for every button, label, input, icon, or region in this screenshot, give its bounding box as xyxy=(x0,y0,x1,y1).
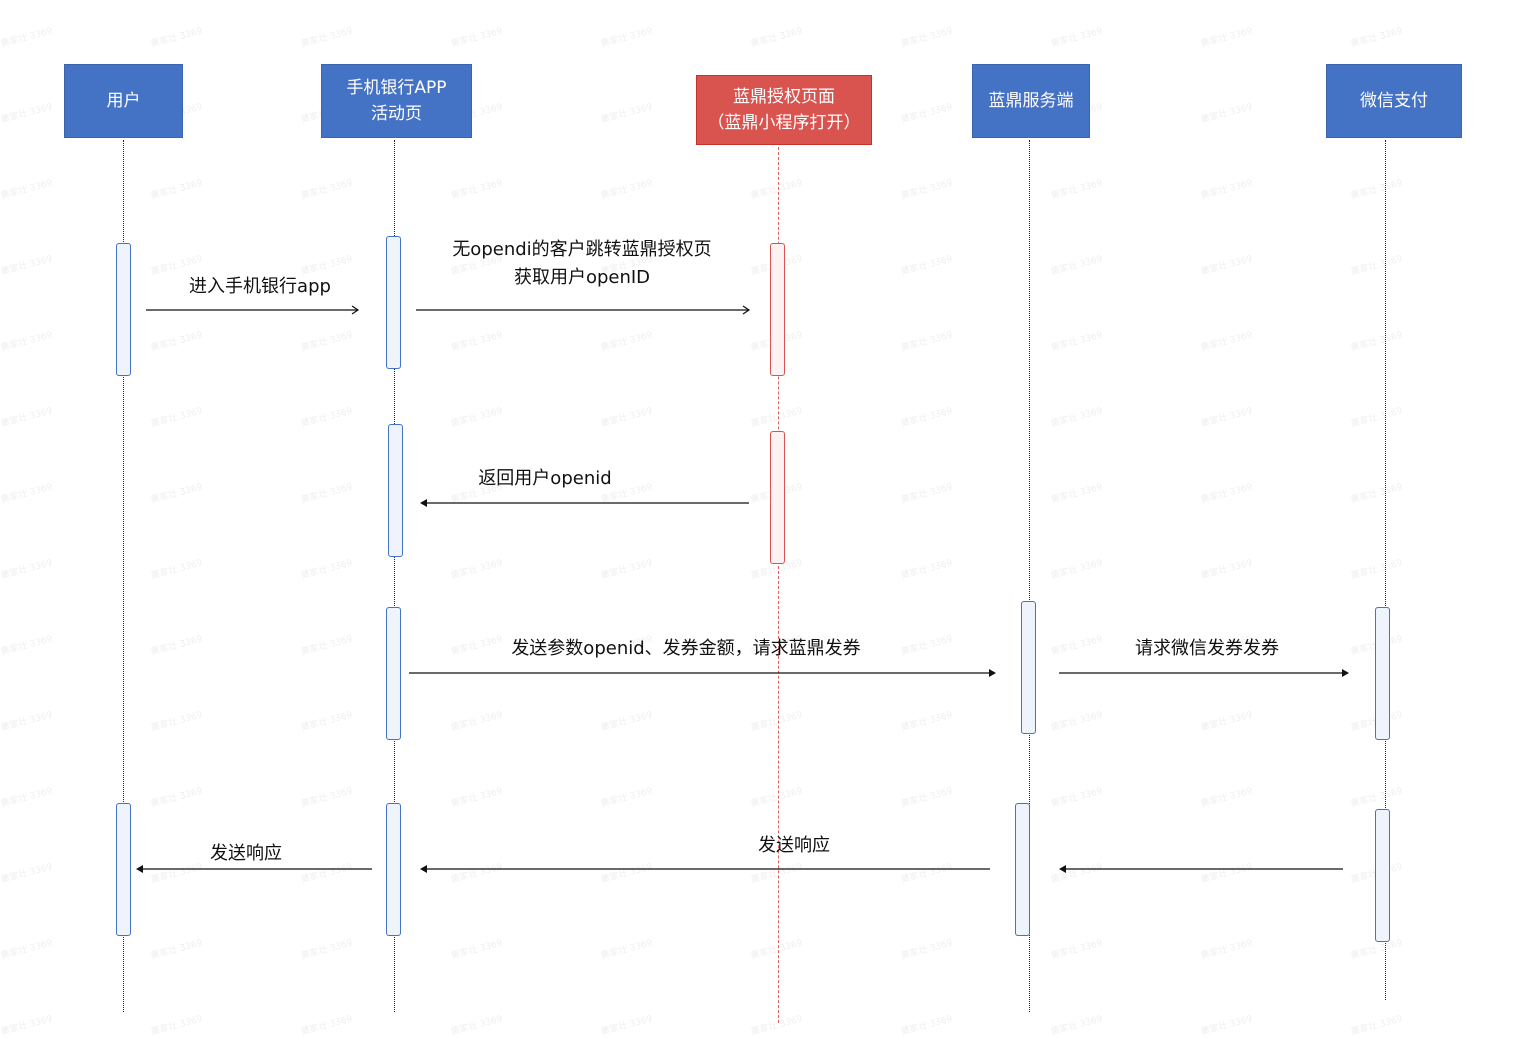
activation-user-2 xyxy=(116,803,131,936)
activation-server-1 xyxy=(1021,601,1036,734)
activation-bank-app-1 xyxy=(386,236,401,369)
label-return-openid: 返回用户openid xyxy=(478,468,612,489)
actor-user: 用户 xyxy=(64,64,183,138)
lifeline-server xyxy=(1029,140,1030,1012)
activation-server-2 xyxy=(1015,803,1030,936)
label-response-chain: 发送响应 xyxy=(758,835,830,856)
label-request-wechat: 请求微信发券发券 xyxy=(1135,638,1279,659)
activation-auth-page-1 xyxy=(770,243,785,376)
activation-bank-app-3 xyxy=(386,607,401,740)
activation-user-1 xyxy=(116,243,131,376)
activation-bank-app-4 xyxy=(386,803,401,936)
lifeline-wechat-pay xyxy=(1385,140,1386,1000)
activation-auth-page-2 xyxy=(770,431,785,564)
lifeline-bank-app xyxy=(394,140,395,1012)
activation-bank-app-2 xyxy=(388,424,403,557)
label-enter-app: 进入手机银行app xyxy=(189,276,331,297)
actor-server: 蓝鼎服务端 xyxy=(972,64,1090,138)
label-redirect-auth: 无opendi的客户跳转蓝鼎授权页 获取用户openID xyxy=(452,239,712,288)
label-send-params: 发送参数openid、发券金额，请求蓝鼎发券 xyxy=(511,638,861,659)
actor-bank-app: 手机银行APP 活动页 xyxy=(321,64,472,138)
actor-auth-page: 蓝鼎授权页面 （蓝鼎小程序打开） xyxy=(696,75,872,145)
actor-wechat-pay: 微信支付 xyxy=(1326,64,1462,138)
lifeline-user xyxy=(123,140,124,1012)
activation-wechat-pay-2 xyxy=(1375,809,1390,942)
activation-wechat-pay-1 xyxy=(1375,607,1390,740)
label-response-user: 发送响应 xyxy=(210,843,282,864)
lifeline-auth-page xyxy=(778,147,779,1023)
